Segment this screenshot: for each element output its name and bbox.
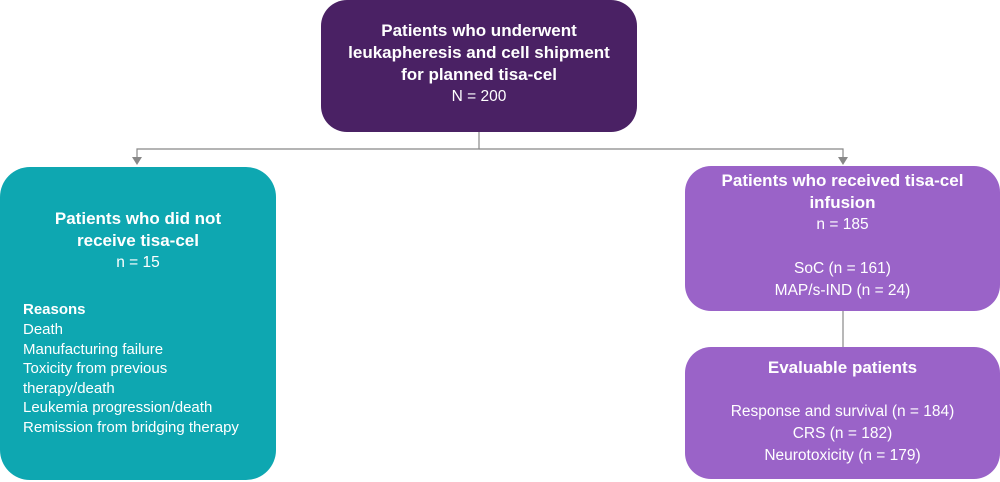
leukapheresis-box: Patients who underwent leukapheresis and… [321, 0, 637, 132]
evaluable-title: Evaluable patients [767, 358, 918, 377]
infusion-detail: SoC (n = 161) [794, 260, 891, 277]
leukapheresis-count: N = 200 [451, 88, 507, 105]
connector-split [136, 132, 480, 158]
evaluable-detail: CRS (n = 182) [792, 425, 893, 442]
not-received-header: Patients who did not receive tisa-cel n … [0, 167, 276, 274]
leukapheresis-title: Patients who underwent leukapheresis and… [348, 21, 610, 84]
infusion-count: n = 185 [816, 216, 869, 233]
reason-item: Toxicity from previous [23, 360, 168, 377]
reason-item: Death [23, 321, 64, 338]
evaluable-detail: Response and survival (n = 184) [730, 403, 955, 420]
infusion-detail: MAP/s-IND (n = 24) [774, 282, 911, 299]
not-received-count: n = 15 [116, 254, 160, 271]
reason-item: Manufacturing failure [23, 340, 164, 358]
reason-item: Remission from bridging therapy [23, 418, 239, 436]
not-received-box: Patients who did not receive tisa-cel n … [0, 167, 276, 480]
reasons-list: Reasons Death Manufacturing failure Toxi… [23, 300, 239, 437]
reason-item: therapy/death [23, 379, 115, 397]
arrowhead-left-icon [132, 157, 142, 165]
infusion-title: Patients who received tisa-cel infusion [721, 171, 964, 212]
arrowhead-right-icon [838, 157, 848, 165]
not-received-title: Patients who did not receive tisa-cel [54, 209, 222, 250]
connector-right [479, 148, 844, 158]
evaluable-box: Evaluable patients Response and survival… [685, 347, 1000, 479]
reasons-title: Reasons [23, 301, 86, 318]
reason-item: Leukemia progression/death [23, 399, 213, 416]
infusion-box: Patients who received tisa-cel infusion … [685, 166, 1000, 311]
evaluable-detail: Neurotoxicity (n = 179) [764, 447, 921, 464]
